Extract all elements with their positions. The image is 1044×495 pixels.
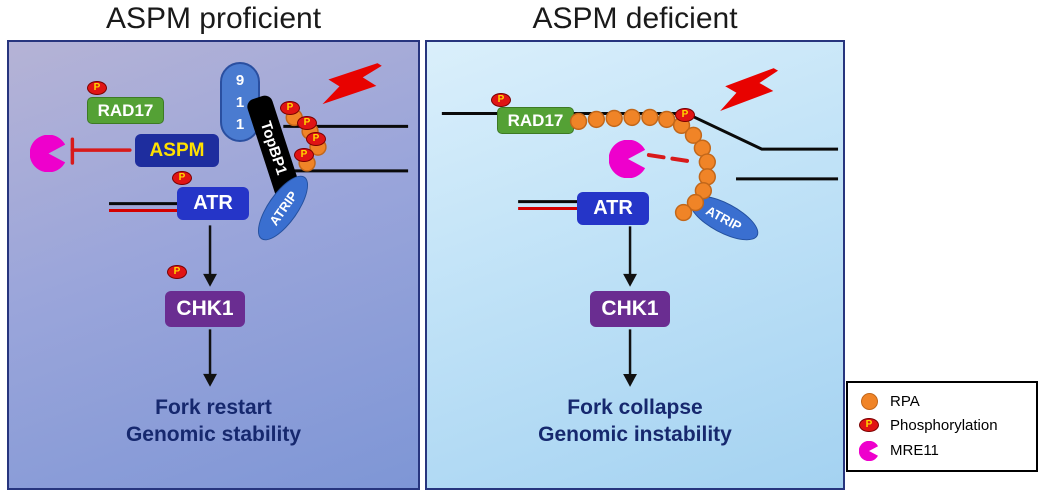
rpa-icon xyxy=(858,392,880,410)
left-panel-title: ASPM proficient xyxy=(105,2,322,35)
legend-item-phosphorylation: P Phosphorylation xyxy=(858,417,1026,434)
outcome-line2: Genomic instability xyxy=(538,423,732,446)
legend-box: RPA P Phosphorylation MRE11 xyxy=(846,381,1038,472)
911-clamp: 9 1 1 xyxy=(220,62,260,142)
phospho-badge: P xyxy=(87,81,107,95)
phospho-badge: P xyxy=(167,265,187,279)
clamp-9: 9 xyxy=(235,71,245,89)
outcome-text: Fork restart Genomic stability xyxy=(9,394,418,448)
phospho-badge: P xyxy=(306,132,326,146)
legend-label-rpa: RPA xyxy=(890,392,920,410)
mre11-pacman-icon xyxy=(858,440,880,461)
phospho-badge: P xyxy=(675,108,695,122)
aspm-box: ASPM xyxy=(135,134,219,167)
phospho-badge: P xyxy=(294,148,314,162)
signal-arrows xyxy=(623,226,637,387)
phospho-badge: P xyxy=(172,171,192,185)
phospho-badge: P xyxy=(280,101,300,115)
atr-box: ATR xyxy=(577,192,649,225)
dna-damage-lightning-icon xyxy=(312,45,388,128)
clamp-1b: 1 xyxy=(235,115,245,133)
atr-box: ATR xyxy=(177,187,249,220)
rad17-box: RAD17 xyxy=(87,97,164,124)
phospho-badge: P xyxy=(297,116,317,130)
outcome-line1: Fork collapse xyxy=(567,396,703,419)
outcome-line1: Fork restart xyxy=(155,396,272,419)
legend-label-mre11: MRE11 xyxy=(890,442,939,459)
right-panel-title: ASPM deficient xyxy=(532,2,738,35)
dna-damage-lightning-icon xyxy=(710,51,784,134)
mre11-pacman-icon xyxy=(29,134,67,173)
outcome-text: Fork collapse Genomic instability xyxy=(427,394,843,448)
legend-item-mre11: MRE11 xyxy=(858,440,1026,461)
rad17-box: RAD17 xyxy=(497,107,574,134)
panel-aspm-deficient: RAD17 ATR ATRIP CHK1 xyxy=(425,40,845,490)
legend-label-phosphorylation: Phosphorylation xyxy=(890,416,998,434)
phospho-badge-icon: P xyxy=(858,418,880,432)
chk1-box: CHK1 xyxy=(590,291,670,327)
chk1-box: CHK1 xyxy=(165,291,245,327)
mre11-pacman-icon xyxy=(608,139,647,179)
phospho-badge: P xyxy=(491,93,511,107)
clamp-1a: 1 xyxy=(235,93,245,111)
panel-aspm-proficient: RAD17 9 1 1 TopBP1 ASPM ATR ATRIP CHK1 P… xyxy=(7,40,420,490)
legend-item-rpa: RPA xyxy=(858,392,1026,410)
outcome-line2: Genomic stability xyxy=(125,423,302,446)
signal-arrows xyxy=(203,225,217,387)
